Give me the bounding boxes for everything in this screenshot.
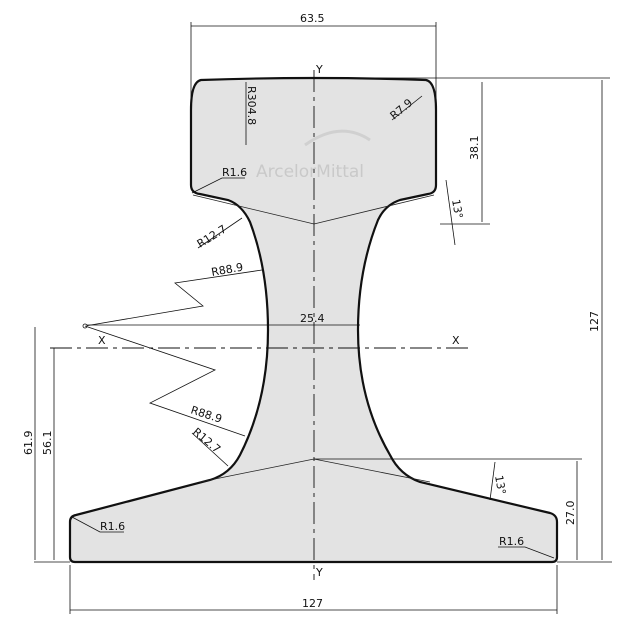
dim-base-width: 127 (302, 597, 323, 610)
radius-web-upper: R88.9 (210, 261, 244, 279)
radius-head-underside: R1.6 (222, 166, 247, 179)
radius-base-right: R1.6 (499, 535, 524, 548)
radius-base-left: R1.6 (100, 520, 125, 533)
x-axis-label-right: X (452, 334, 460, 347)
dim-head-angle: 13° (449, 198, 465, 219)
radius-head-fillet: R12.7 (195, 222, 229, 250)
dim-web-thickness: 25.4 (300, 312, 325, 325)
watermark-logo (304, 129, 371, 147)
dim-base-edge-height: 27.0 (564, 501, 577, 526)
radius-base-fillet: R12.7 (190, 425, 223, 456)
rail-profile-outline (68, 76, 559, 564)
dim-total-height: 127 (588, 311, 601, 332)
watermark: ArcelorMittal (256, 162, 364, 182)
radius-crown: R304.8 (245, 86, 258, 125)
dim-base-angle: 13° (492, 474, 508, 495)
dim-head-height: 38.1 (468, 136, 481, 161)
x-axis-label-left: X (98, 334, 106, 347)
y-axis-label-top: Y (315, 63, 323, 76)
dim-neutral-axis-height: 61.9 (22, 431, 35, 456)
dim-head-width: 63.5 (300, 12, 325, 25)
y-axis-label-bottom: Y (315, 566, 323, 579)
dim-web-center-height: 56.1 (41, 431, 54, 456)
